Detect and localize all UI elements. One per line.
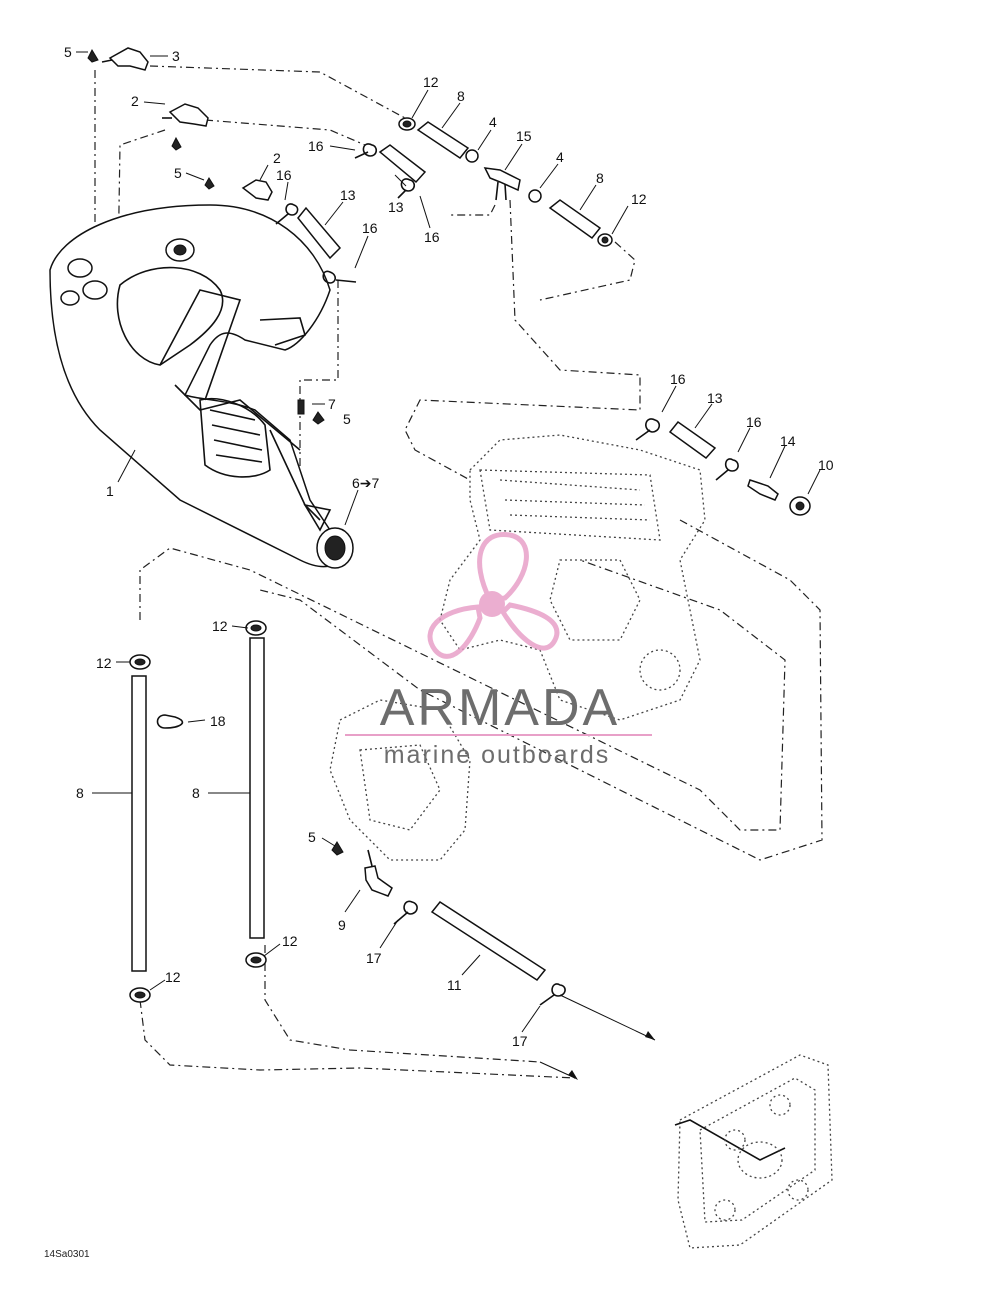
- hose-8c: [131, 675, 147, 972]
- callout-8: 8: [457, 88, 465, 104]
- callout-4: 4: [489, 114, 497, 130]
- elbow-fitting-2b: [241, 179, 273, 201]
- clamp-16a: [354, 143, 378, 159]
- hose-13b: [297, 206, 342, 260]
- callout-11: 11: [447, 977, 462, 993]
- callout-7: 7: [328, 396, 336, 412]
- callout-12: 12: [631, 191, 647, 207]
- clamp-16d: [322, 270, 357, 284]
- callout-5: 5: [174, 165, 182, 181]
- callout-16: 16: [276, 167, 292, 183]
- callout-13: 13: [340, 187, 356, 203]
- callout-17: 17: [366, 950, 382, 966]
- clamp-16c: [275, 203, 299, 225]
- hose-8b: [548, 199, 602, 240]
- elbow-fitting-2a: [162, 103, 209, 127]
- callout-9: 9: [338, 917, 346, 933]
- pump-plate-outline: [674, 1054, 833, 1249]
- callout-5: 5: [64, 44, 72, 60]
- drain-plug-5a: [87, 48, 99, 63]
- drain-plug-5e: [331, 841, 344, 856]
- callout-6-7: 6➔7: [352, 475, 380, 491]
- callout-16: 16: [362, 220, 378, 236]
- callout-8: 8: [596, 170, 604, 186]
- callout-10: 10: [818, 457, 834, 473]
- elbow-fitting-9: [364, 849, 393, 897]
- clamp-16e: [635, 418, 661, 441]
- callout-12: 12: [165, 969, 181, 985]
- hose-8d: [249, 637, 265, 939]
- elbow-fitting-3: [101, 47, 149, 71]
- callout-8: 8: [76, 785, 84, 801]
- callout-12: 12: [96, 655, 112, 671]
- clamp-12d: [129, 654, 151, 670]
- clamp-17b: [539, 983, 566, 1006]
- muffler-body: [49, 204, 354, 569]
- fitting-7: [297, 399, 305, 415]
- leader-lines: [76, 51, 821, 1033]
- callout-14: 14: [780, 433, 796, 449]
- clamp-12b: [597, 233, 613, 247]
- callout-2: 2: [131, 93, 139, 109]
- callout-13: 13: [388, 199, 404, 215]
- callout-5: 5: [308, 829, 316, 845]
- callout-3: 3: [172, 48, 180, 64]
- callout-16: 16: [746, 414, 762, 430]
- drain-plug-5d: [312, 411, 325, 425]
- callout-4: 4: [556, 149, 564, 165]
- callout-15: 15: [516, 128, 532, 144]
- callout-12: 12: [212, 618, 228, 634]
- cap-10: [789, 496, 811, 516]
- hose-13a: [378, 144, 427, 184]
- clamp-18: [156, 714, 184, 729]
- clamp-4a: [465, 149, 479, 163]
- callout-1: 1: [106, 483, 114, 499]
- hose-routing-lines: [94, 65, 823, 1080]
- tee-fitting-15: [483, 167, 521, 201]
- hose-13c: [668, 420, 717, 460]
- callout-12: 12: [423, 74, 439, 90]
- figure-code: 14Sa0301: [44, 1249, 90, 1260]
- clamp-16b: [397, 178, 416, 199]
- clamp-12c: [245, 620, 267, 636]
- clamp-12e: [245, 952, 267, 968]
- clamp-12a: [398, 117, 416, 131]
- callout-18: 18: [210, 713, 226, 729]
- watermark-subtitle: marine outboards: [384, 741, 611, 769]
- callout-16: 16: [670, 371, 686, 387]
- watermark-title: ARMADA: [380, 679, 620, 737]
- clamp-4b: [528, 189, 542, 203]
- hose-8a: [416, 121, 470, 160]
- callout-2: 2: [273, 150, 281, 166]
- callout-16: 16: [308, 138, 324, 154]
- callout-12: 12: [282, 933, 298, 949]
- drain-plug-5b: [171, 136, 182, 151]
- propeller-logo: [427, 531, 560, 659]
- callout-5: 5: [343, 411, 351, 427]
- hose-11: [430, 901, 547, 981]
- callout-17: 17: [512, 1033, 528, 1049]
- clamp-12f: [129, 987, 151, 1003]
- fitting-14: [747, 479, 779, 501]
- callout-13: 13: [707, 390, 723, 406]
- callout-16: 16: [424, 229, 440, 245]
- clamp-16f: [715, 458, 739, 481]
- callout-8: 8: [192, 785, 200, 801]
- callout-labels: 5 3 2 5 2 12 8 4 15 4 8 12 16 13 16 16 1…: [44, 44, 834, 1260]
- drain-plug-5c: [204, 177, 215, 190]
- engine-outline: [329, 434, 706, 861]
- armada-watermark: ARMADA marine outboards: [345, 531, 652, 769]
